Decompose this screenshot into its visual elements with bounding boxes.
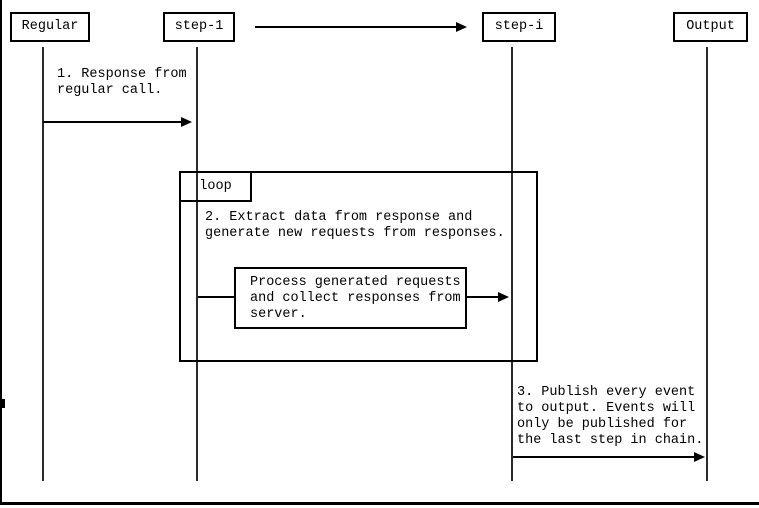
message-1-text: 1. Response from regular call. xyxy=(57,67,187,98)
message-2-text: 2. Extract data from response and genera… xyxy=(205,210,505,241)
arrowhead-icon xyxy=(456,22,467,32)
arrow-message-3-line xyxy=(513,456,694,458)
participant-label-regular: Regular xyxy=(21,19,79,34)
loop-fragment-label: loop xyxy=(199,178,232,194)
lifeline-output xyxy=(706,47,708,481)
window-border-notch xyxy=(0,399,5,408)
process-requests-box: Process generated requests and collect r… xyxy=(234,267,467,329)
arrowhead-icon xyxy=(181,117,192,127)
arrow-step1-to-stepi-line xyxy=(255,26,456,28)
participant-label-output: Output xyxy=(686,19,735,34)
loop-fragment-frame xyxy=(179,171,538,362)
lifeline-step-1 xyxy=(196,47,198,481)
lifeline-regular xyxy=(42,47,44,481)
participant-label-step-i: step-i xyxy=(494,19,544,34)
arrowhead-icon xyxy=(694,452,705,462)
loop-fragment-label-box: loop xyxy=(179,171,252,202)
participant-box-step-1: step-1 xyxy=(163,12,235,42)
participant-box-step-i: step-i xyxy=(482,12,556,42)
window-border-bottom xyxy=(0,502,759,505)
arrow-step1-to-processbox-line xyxy=(198,296,234,298)
window-border-left xyxy=(0,0,2,505)
arrowhead-icon xyxy=(498,292,509,302)
arrow-message-1-line xyxy=(43,121,181,123)
participant-box-output: Output xyxy=(673,12,748,42)
participant-box-regular: Regular xyxy=(10,12,90,42)
message-3-text: 3. Publish every event to output. Events… xyxy=(517,385,704,448)
participant-label-step-1: step-1 xyxy=(174,19,224,34)
lifeline-step-i xyxy=(511,47,513,481)
arrow-processbox-to-stepi-line xyxy=(467,296,498,298)
